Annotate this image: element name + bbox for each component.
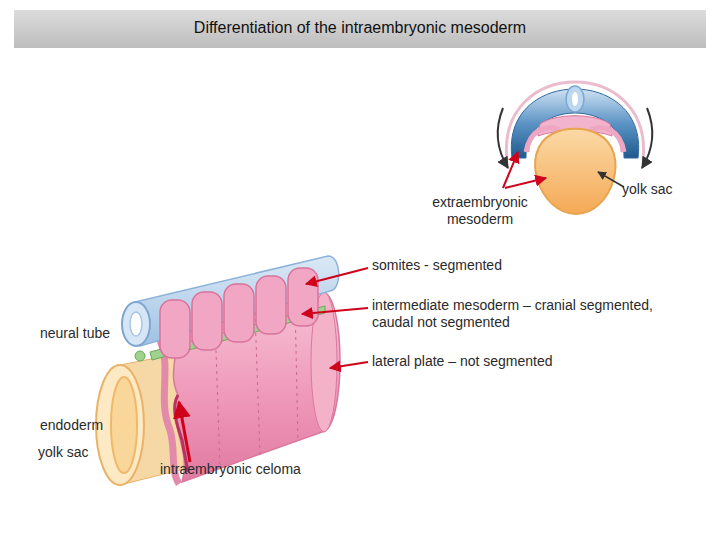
embryo-block: [96, 256, 340, 485]
part-label: yolk sac: [622, 181, 712, 198]
endoderm-layer: [111, 377, 137, 473]
neural-tube-section: [566, 86, 584, 112]
leader-line: [179, 402, 190, 462]
somite: [288, 268, 318, 326]
section-line: [255, 312, 260, 455]
part-label: yolk sac: [38, 444, 128, 461]
title-bar: [14, 10, 706, 48]
yolk-sac-section: [535, 129, 615, 214]
somite: [160, 300, 190, 358]
somite: [224, 284, 254, 342]
part-label: extraembryonic mesoderm: [418, 194, 542, 228]
leader-line: [598, 172, 624, 187]
leader-line: [505, 178, 546, 188]
part-label: somites - segmented: [372, 257, 672, 274]
folding-arrow: [498, 108, 508, 168]
diagram-title: Differentiation of the intraembryonic me…: [14, 18, 706, 38]
somite: [192, 292, 222, 350]
neural-tube-end: [122, 302, 150, 346]
somite: [256, 276, 286, 334]
leader-line: [306, 268, 368, 284]
notochord: [135, 351, 145, 361]
folding-arrow: [642, 108, 652, 168]
leader-line: [302, 308, 368, 314]
leader-line: [503, 152, 518, 188]
part-label: intermediate mesoderm – cranial segmente…: [372, 297, 692, 331]
part-label: endoderm: [40, 417, 130, 434]
yolk-sac-end: [96, 365, 144, 485]
part-label: lateral plate – not segmented: [372, 353, 692, 370]
part-label: neural tube: [40, 325, 140, 342]
leader-line: [330, 362, 368, 368]
neural-canal: [572, 92, 578, 106]
part-label: intraembryonic celoma: [160, 461, 360, 478]
neural-canal: [130, 312, 142, 336]
